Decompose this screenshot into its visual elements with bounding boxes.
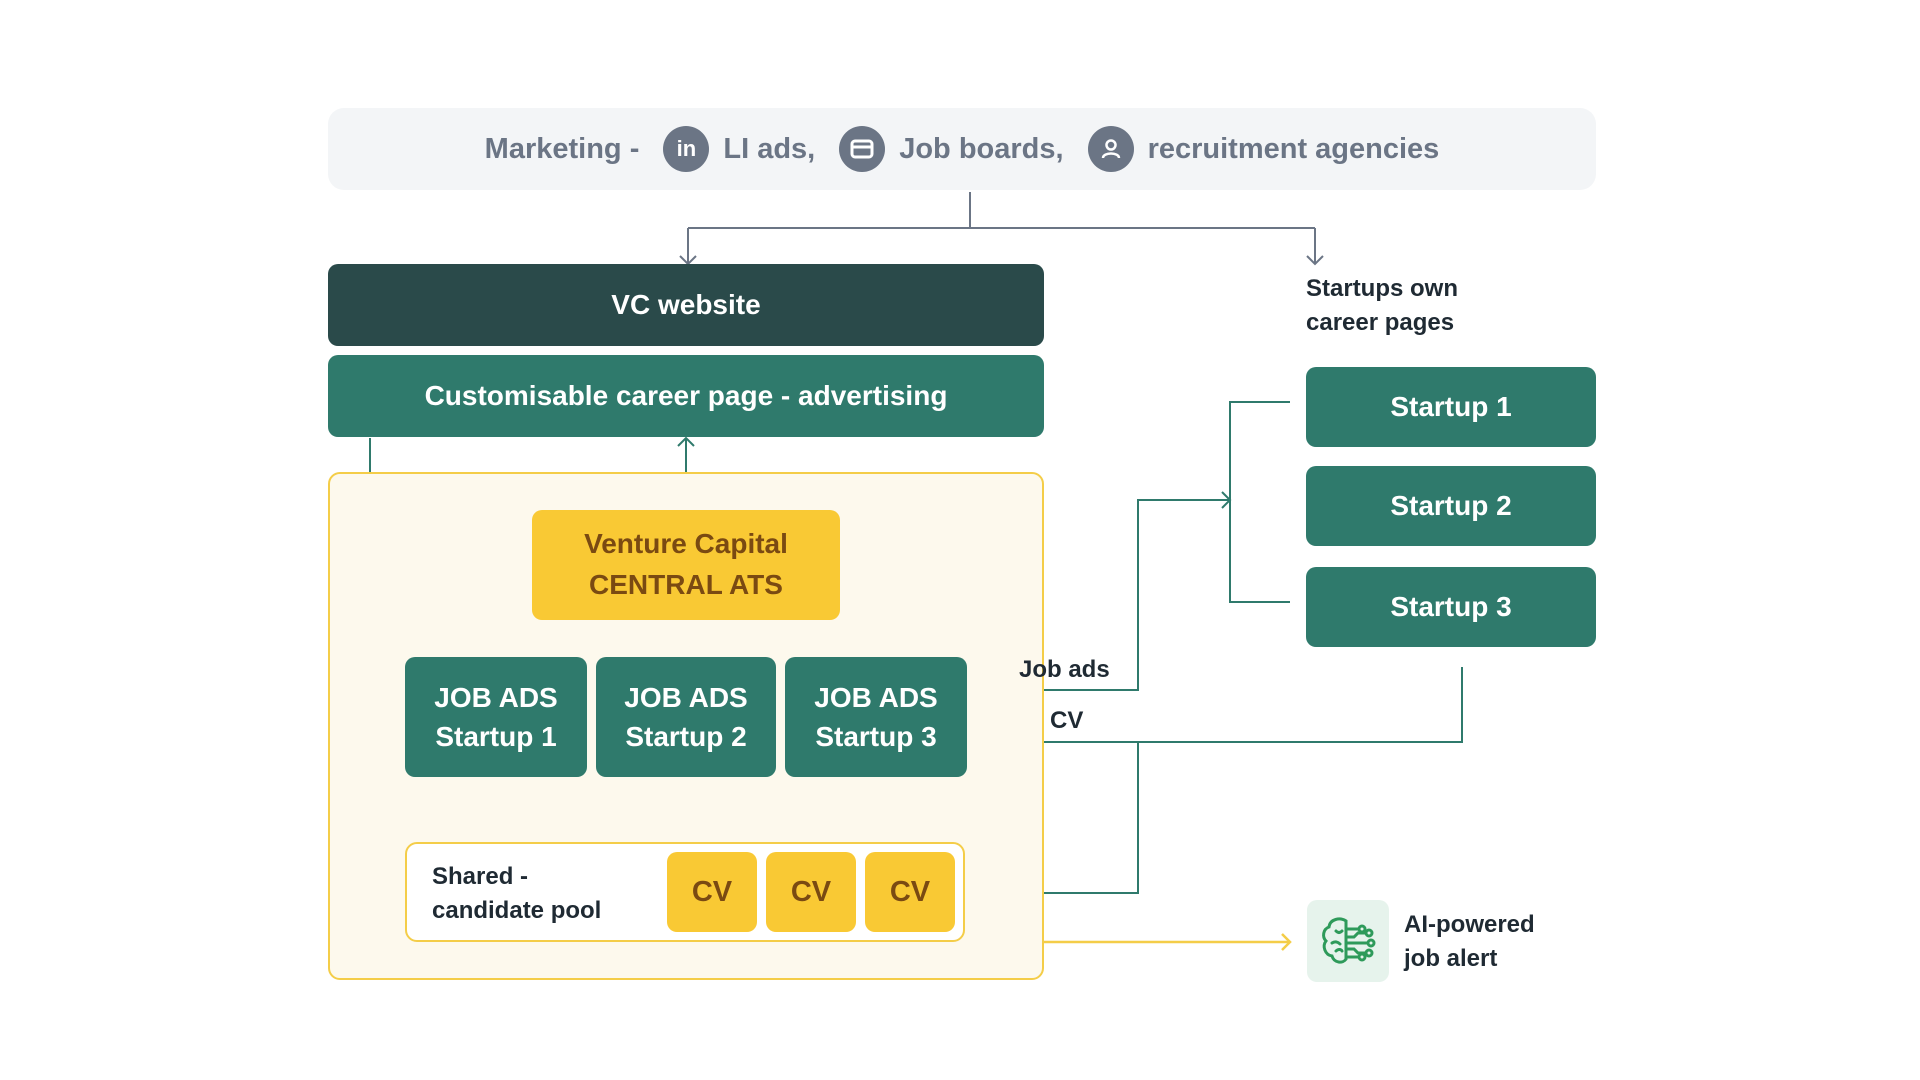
cv-flow-label: CV [1050, 707, 1084, 734]
cv-chip-1: CV [667, 852, 757, 932]
career-page-label: Customisable career page - advertising [424, 380, 948, 412]
job-ads-2-line1: JOB ADS [624, 681, 748, 713]
startup-label-2: Startup 2 [1390, 490, 1512, 522]
startup-box-2: Startup 2 [1306, 466, 1596, 546]
li-ads-label: LI ads, [723, 132, 816, 165]
cv-chip-2: CV [766, 852, 856, 932]
ai-alert-line2: job alert [1404, 944, 1498, 972]
startup-label-3: Startup 3 [1390, 591, 1512, 623]
marketing-split-lines [679, 192, 1324, 266]
startups-own-label: Startups own career pages [1306, 272, 1458, 339]
startups-own-line2: career pages [1306, 308, 1455, 336]
central-ats-box: Venture Capital CENTRAL ATS [532, 510, 840, 620]
vc-website-box: VC website [328, 264, 1044, 346]
pool-line1: Shared - [432, 863, 529, 890]
job-ads-box-2: JOB ADS Startup 2 [596, 657, 776, 777]
cv-chip-3: CV [865, 852, 955, 932]
marketing-prefix: Marketing - [484, 132, 640, 165]
ai-alert-line1: AI-powered [1404, 911, 1535, 938]
startup-box-3: Startup 3 [1306, 567, 1596, 647]
job-board-icon [839, 126, 886, 172]
startups-own-line1: Startups own [1306, 275, 1459, 302]
ai-brain-icon [1307, 900, 1389, 982]
central-ats-line1: Venture Capital [584, 528, 788, 560]
vc-website-label: VC website [611, 289, 761, 320]
central-ats-line2: CENTRAL ATS [589, 569, 783, 600]
career-page-box: Customisable career page - advertising [328, 355, 1044, 437]
person-icon [1087, 126, 1134, 172]
ai-alert-arrow [1044, 933, 1292, 951]
startup-label-1: Startup 1 [1390, 391, 1512, 423]
startup-box-1: Startup 1 [1306, 367, 1596, 447]
job-ads-flow-label: Job ads [1019, 656, 1110, 683]
linkedin-icon: in [663, 126, 710, 172]
job-boards-label: Job boards, [899, 132, 1064, 165]
job-ads-1-line1: JOB ADS [434, 681, 558, 713]
marketing-bar: Marketing - in LI ads, Job boards, recru… [328, 108, 1596, 190]
pool-line2: candidate pool [432, 896, 602, 924]
job-ads-2-line2: Startup 2 [625, 721, 747, 752]
job-ads-1-line2: Startup 1 [435, 721, 557, 752]
agencies-label: recruitment agencies [1147, 132, 1440, 165]
job-ads-box-1: JOB ADS Startup 1 [405, 657, 587, 777]
ai-alert-label: AI-powered job alert [1404, 908, 1535, 975]
candidate-pool-label: Shared - candidate pool [432, 860, 601, 927]
job-ads-3-line1: JOB ADS [814, 681, 938, 713]
job-ads-3-line2: Startup 3 [815, 721, 937, 752]
job-ads-box-3: JOB ADS Startup 3 [785, 657, 967, 777]
